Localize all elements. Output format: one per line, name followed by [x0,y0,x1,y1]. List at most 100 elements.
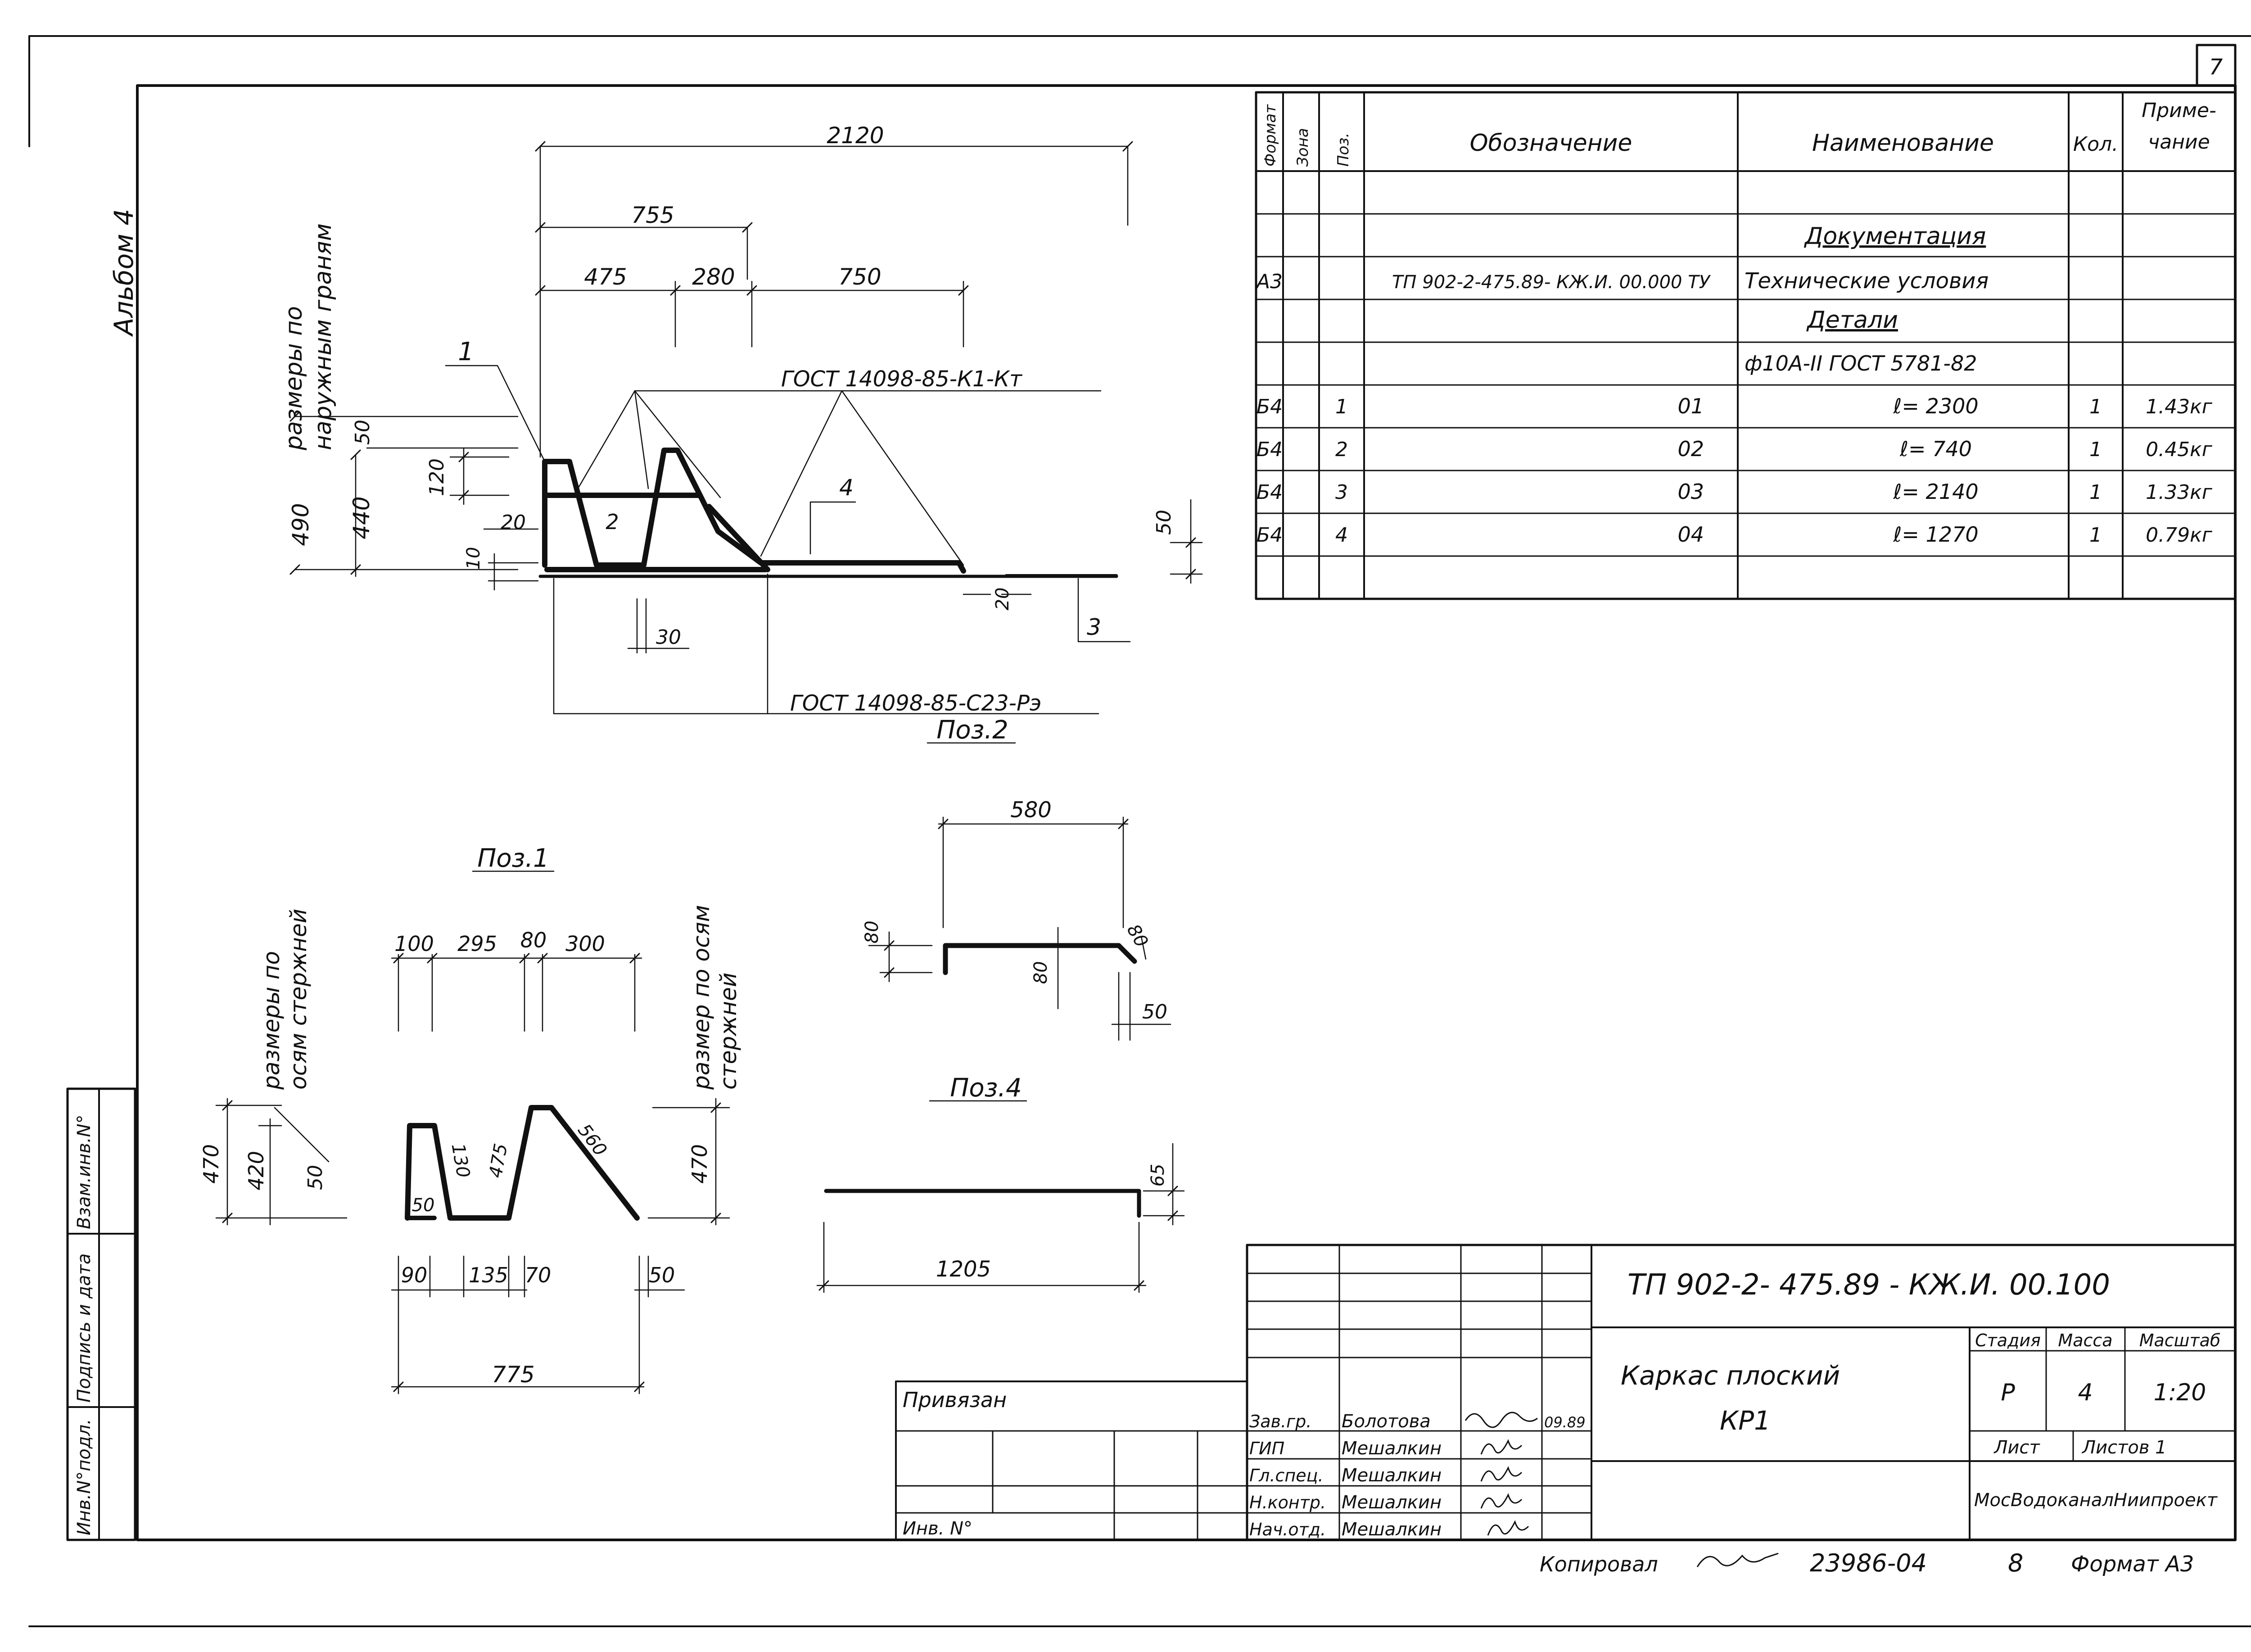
left-stamp-texts: Взам.инв.N° Подпись и дата Инв.N°подл. [74,1115,95,1535]
dim-20-right: 20 [992,588,1013,611]
dim-20-left: 20 [501,511,526,534]
copy-number: 23986-04 [1810,1549,1927,1577]
left-stamp [66,1087,136,1541]
doc-row-name: Технические условия [1745,268,1989,294]
row2-designation: 02 [1677,437,1704,461]
stage-value: Р [2001,1379,2015,1406]
pos1-labels: Поз.1 100 295 80 300 90 135 70 50 775 47… [199,844,741,1388]
row2-name: ℓ= 740 [1899,437,1972,461]
pos-label-2: 2 [606,510,619,534]
pos2-dim-580: 580 [1010,797,1052,823]
dim-10: 10 [463,547,484,570]
pos1-left-2: 50 [304,1165,327,1190]
header-zone: Зона [1294,128,1312,167]
doc-row-designation: ТП 902-2-475.89- КЖ.И. 00.000 ТУ [1392,272,1711,293]
format-label: Формат А3 [2071,1552,2194,1577]
pos2-dim-80-left: 80 [862,921,882,944]
section-parts: Детали [1806,307,1898,334]
person-3-name: Мешалкин [1342,1465,1442,1486]
doc-code: ТП 902-2- 475.89 - КЖ.И. 00.100 [1627,1268,2110,1302]
pos4-dim-65: 65 [1148,1164,1168,1187]
row1-note: 1.43кг [2146,395,2213,418]
pos4-title: Поз.4 [950,1073,1022,1103]
dim-30: 30 [656,626,681,649]
pos1-left-1: 420 [244,1151,268,1190]
material-spec: ф10А-II ГОСТ 5781-82 [1745,351,1977,376]
page-number: 7 [2209,54,2223,80]
scale-label: Масштаб [2139,1331,2221,1350]
row3-qty: 1 [2089,481,2102,504]
row4-note: 0.79кг [2146,524,2213,547]
row3-name: ℓ= 2140 [1893,480,1978,504]
sheets-label: Листов 1 [2081,1437,2167,1458]
album-label: Альбом 4 [108,209,139,337]
pos-label-4: 4 [839,475,854,501]
inv-no-label: Инв. N° [903,1518,972,1539]
pos1-dim-bottom-0: 90 [401,1263,428,1287]
privyazan-label: Привязан [903,1388,1007,1412]
row4-designation: 04 [1677,522,1704,547]
section-documentation: Документация [1804,223,1986,250]
person-1-name: Болотова [1342,1411,1431,1432]
title-block-texts: ТП 902-2- 475.89 - КЖ.И. 00.100 Каркас п… [903,1268,2220,1540]
pos1-inner-0: 50 [412,1195,435,1216]
gost-top: ГОСТ 14098-85-К1-Кт [781,367,1023,392]
row2-format: Б4 [1257,438,1283,461]
pos1-note-left-2: осям стержней [285,909,312,1090]
pos1-total: 775 [492,1362,534,1388]
pos4-dim-1205: 1205 [936,1257,991,1282]
main-view-labels: 2120 755 475 280 750 490 440 50 120 20 1… [280,122,1175,716]
pos4-labels: Поз.4 1205 65 [936,1073,1168,1282]
person-1-role: Зав.гр. [1249,1412,1311,1431]
header-format: Формат [1261,104,1279,167]
pos1-dim-top-3: 300 [565,932,605,956]
dim-440: 440 [348,496,375,539]
dim-50-top: 50 [351,420,374,445]
header-qty: Кол. [2073,133,2118,156]
person-2-role: ГИП [1249,1439,1284,1458]
row2-qty: 1 [2089,438,2102,461]
title-block-grid [895,1244,2237,1541]
title-line-1: Каркас плоский [1621,1360,1840,1391]
mass-label: Масса [2058,1331,2112,1350]
pos1-note-right-1: размер по осям [688,905,714,1090]
organization: МосВодоканалНиипроект [1974,1490,2218,1511]
stamp-replace-inv: Взам.инв.N° [74,1115,95,1229]
title-line-2: КР1 [1720,1405,1771,1436]
row4-qty: 1 [2089,524,2102,547]
pos1-right: 470 [687,1144,712,1184]
person-4-role: Н.контр. [1249,1493,1326,1512]
header-note-2: чание [2148,131,2210,154]
dim-750: 750 [838,264,881,290]
pos1-dim-bottom-2: 70 [525,1263,551,1287]
pos-label-3: 3 [1087,614,1101,640]
row4-name: ℓ= 1270 [1893,522,1978,547]
row4-pos: 4 [1335,524,1348,547]
row4-format: Б4 [1257,524,1283,547]
copy-sheet: 8 [2008,1549,2023,1577]
row2-pos: 2 [1335,438,1348,461]
stamp-inv-orig: Инв.N°подл. [74,1419,95,1535]
pos2-title: Поз.2 [936,715,1008,745]
person-3-role: Гл.спец. [1249,1466,1324,1485]
person-2-name: Мешалкин [1342,1438,1442,1459]
row3-format: Б4 [1257,481,1283,504]
pos1-inner-1: 130 [447,1142,474,1179]
sheet-texts: 7 Альбом 4 Формат Зона Поз. Обозначение … [74,54,2223,1577]
row1-format: Б4 [1257,395,1283,418]
dim-50-right: 50 [1153,510,1175,535]
scale-value: 1:20 [2154,1379,2206,1406]
drawing-frame [136,84,2237,1541]
mass-value: 4 [2078,1379,2093,1406]
pos1-dim-bottom-3: 50 [649,1263,675,1287]
pos2-dim-80-right: 80 [1123,921,1152,951]
pos1-dim-top-2: 80 [520,928,547,952]
pos2-dim-50: 50 [1142,1000,1167,1023]
row1-qty: 1 [2089,395,2102,418]
header-pos: Поз. [1334,133,1352,167]
row1-designation: 01 [1677,394,1704,418]
pos1-left-0: 470 [199,1144,223,1184]
dim-2120: 2120 [827,122,884,149]
doc-row-format: А3 [1255,270,1283,293]
